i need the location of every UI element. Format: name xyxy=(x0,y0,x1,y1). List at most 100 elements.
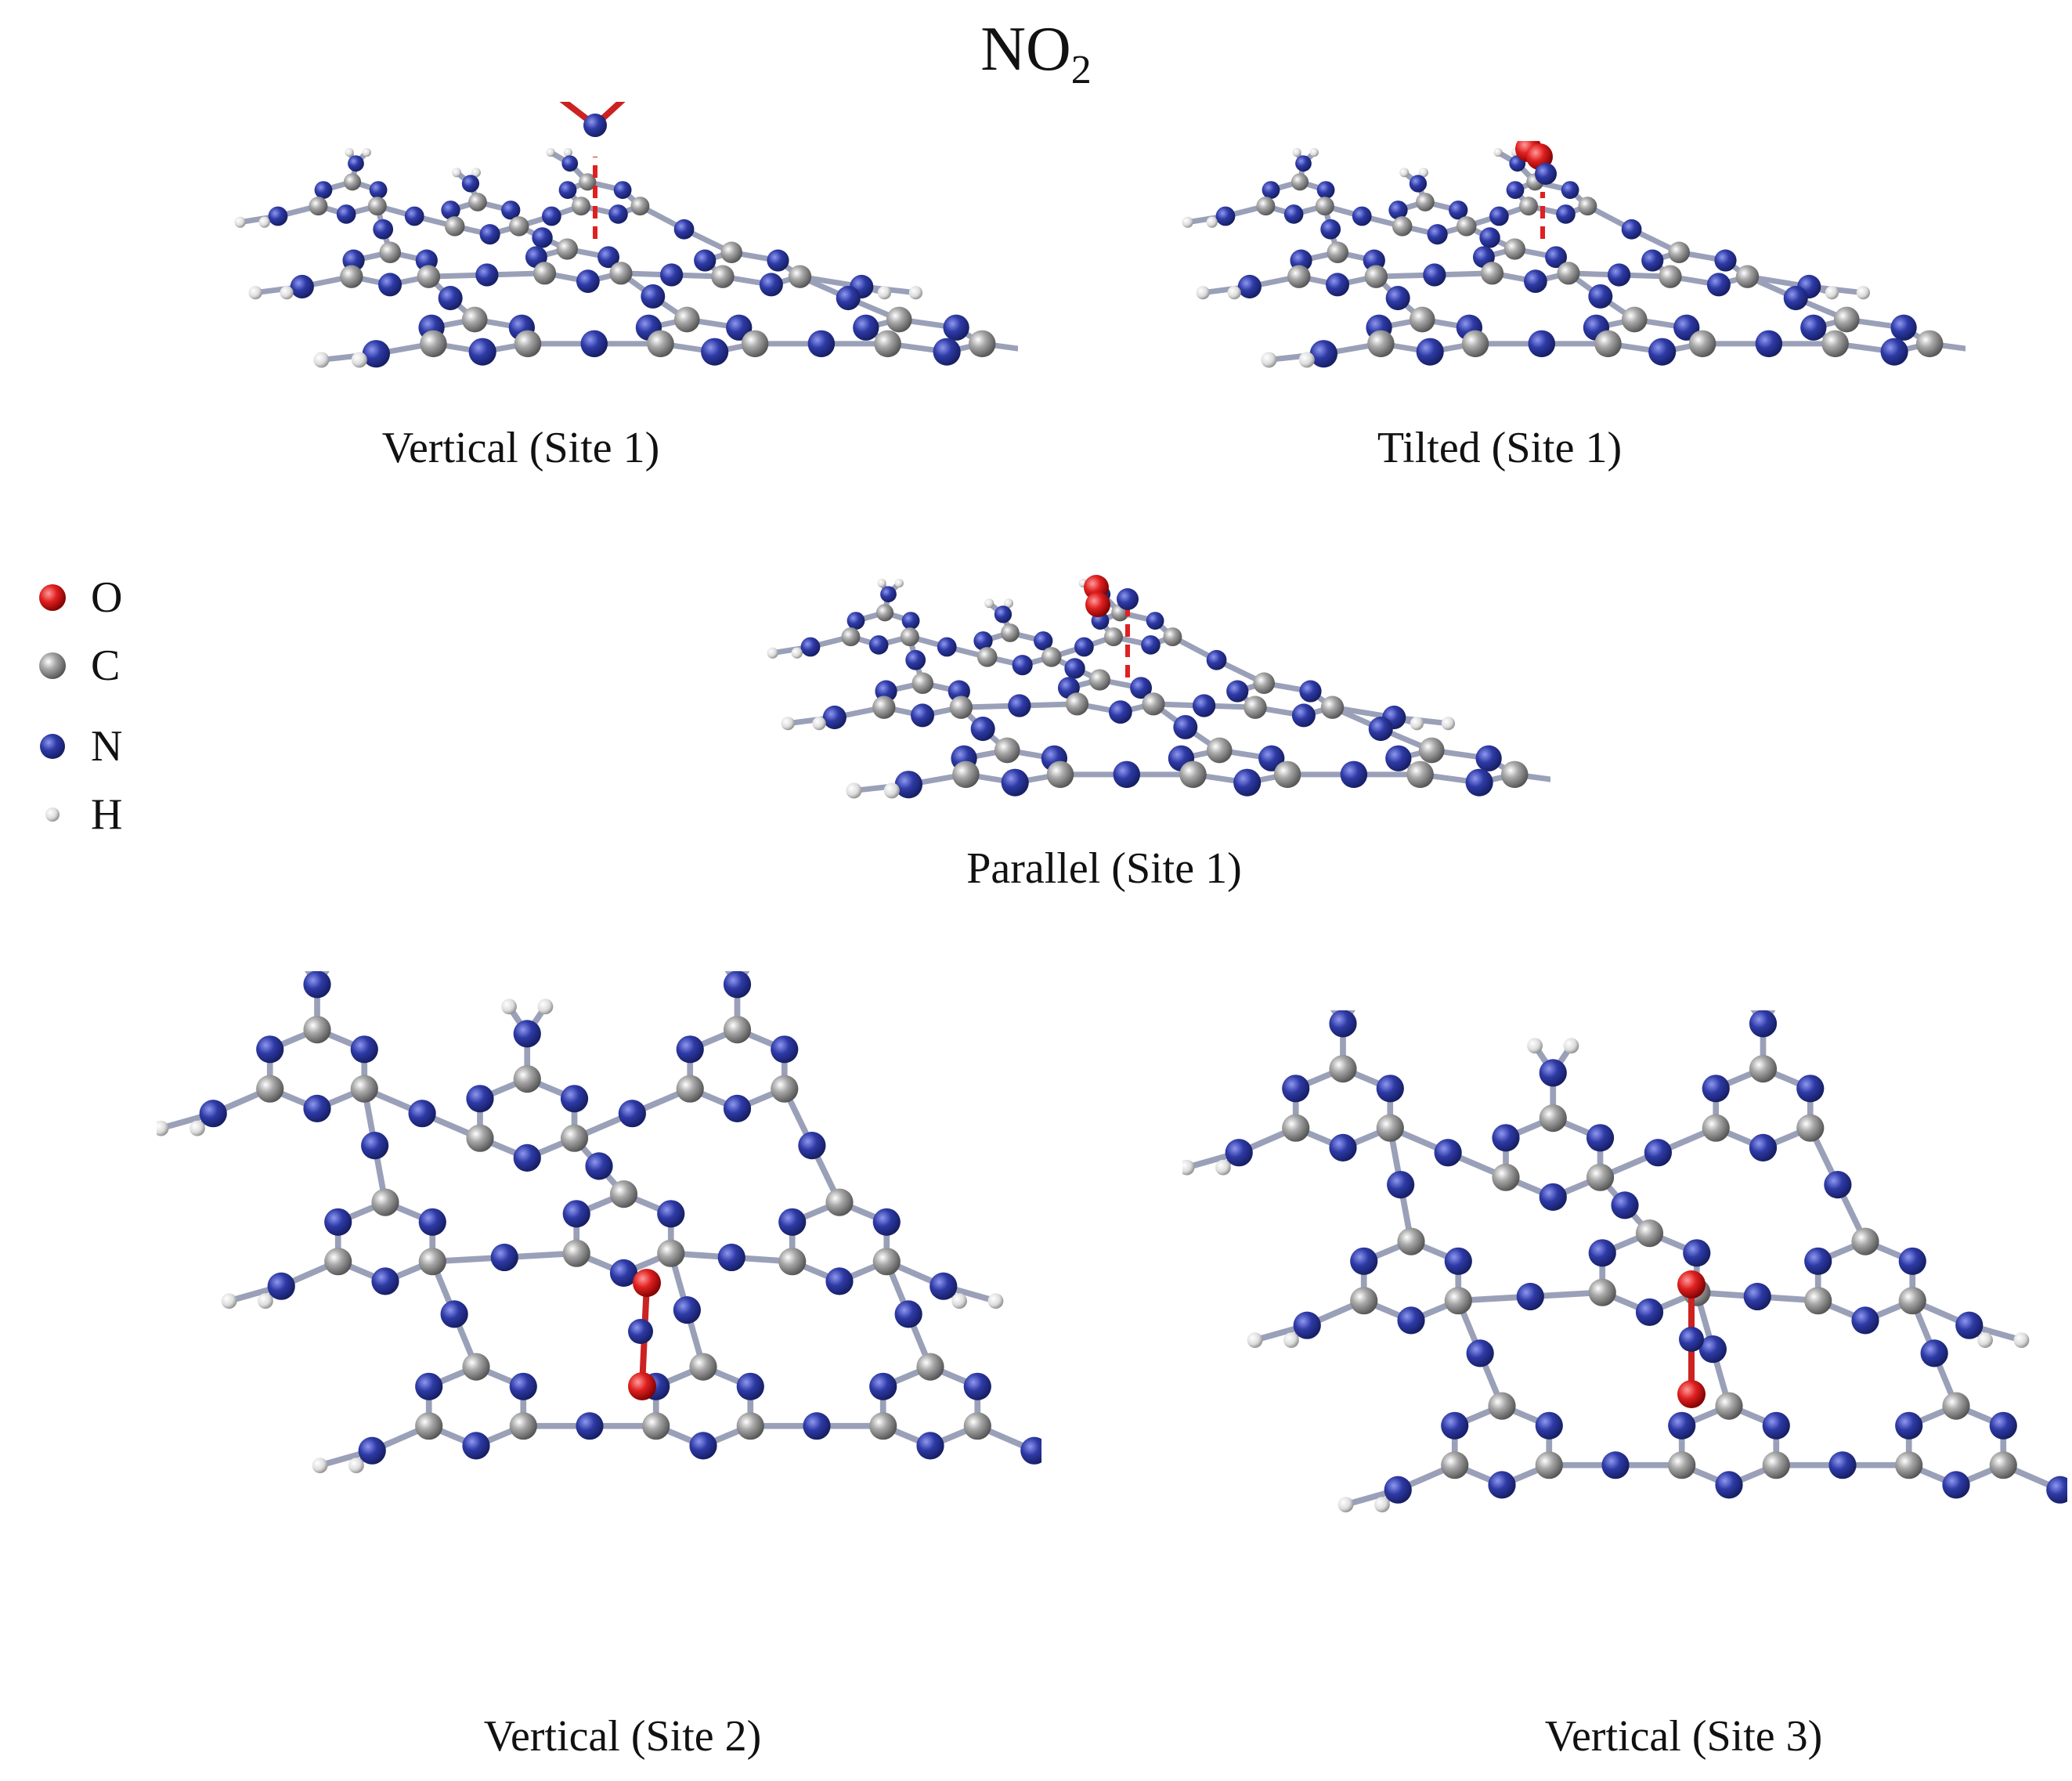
carbon-atom xyxy=(720,241,742,264)
nitrogen-atom xyxy=(358,1436,386,1465)
carbon-atom xyxy=(379,241,402,264)
hydrogen-atom xyxy=(877,286,892,300)
oxygen-atom xyxy=(628,1372,656,1400)
nitrogen-atom xyxy=(1920,1339,1948,1367)
carbon-atom xyxy=(609,262,633,285)
nitrogen-atom xyxy=(1535,163,1557,185)
hydrogen-atom xyxy=(1309,147,1319,157)
nitrogen-atom xyxy=(943,314,969,341)
nitrogen-atom xyxy=(1890,314,1917,341)
carbon-atom-icon xyxy=(39,652,66,679)
nitrogen-atom xyxy=(641,284,666,309)
carbon-atom xyxy=(1586,1163,1615,1191)
nitrogen-atom xyxy=(256,1035,284,1064)
nitrogen-atom xyxy=(1226,680,1249,703)
nitrogen-atom xyxy=(1880,338,1908,366)
carbon-atom xyxy=(1702,1114,1730,1142)
carbon-atom xyxy=(350,1075,378,1103)
nitrogen-atom xyxy=(1215,206,1236,226)
nitrogen-atom xyxy=(1475,745,1502,771)
nitrogen-atom xyxy=(418,1208,446,1236)
no2-molecule xyxy=(1084,575,1139,677)
hydrogen-atom xyxy=(348,1458,364,1473)
hydrogen-atom xyxy=(1856,286,1871,300)
carbon-atom xyxy=(1046,760,1074,789)
carbon-atom xyxy=(1621,306,1648,333)
legend-item-h: H xyxy=(33,787,122,842)
carbon-atom xyxy=(676,1075,704,1103)
molecule-structure xyxy=(234,147,1018,368)
hydrogen-atom xyxy=(452,168,462,178)
carbon-atom xyxy=(1898,1287,1926,1315)
oxygen-atom xyxy=(1677,1270,1706,1299)
nitrogen-atom xyxy=(807,330,836,358)
hydrogen-atom xyxy=(1247,1332,1263,1348)
nitrogen-atom xyxy=(1064,658,1085,679)
panel-tilted-site-1 xyxy=(1182,141,1966,368)
hydrogen-atom xyxy=(984,598,994,609)
nitrogen-atom xyxy=(1535,1411,1563,1440)
hydrogen-atom xyxy=(781,717,795,731)
nitrogen-atom xyxy=(1714,249,1737,272)
carbon-atom xyxy=(514,330,542,358)
nitrogen-atom xyxy=(1117,588,1139,610)
nitrogen-atom xyxy=(373,219,394,240)
nitrogen-atom xyxy=(1237,274,1262,299)
nitrogen-atom xyxy=(1299,680,1322,703)
carbon-atom xyxy=(1989,1451,2017,1479)
nitrogen-atom xyxy=(576,269,600,294)
nitrogen-atom xyxy=(1668,1411,1696,1440)
hydrogen-atom xyxy=(1527,1038,1543,1054)
nitrogen-atom xyxy=(880,586,897,603)
nitrogen-atom xyxy=(673,219,695,240)
nitrogen-atom xyxy=(479,224,500,245)
nitrogen-atom xyxy=(1648,338,1677,366)
nitrogen-atom-icon xyxy=(40,734,65,759)
hydrogen-atom xyxy=(1003,598,1013,609)
hydrogen-atom xyxy=(767,647,778,659)
no2-molecule xyxy=(1677,1270,1706,1408)
carbon-atom xyxy=(1480,262,1504,285)
nitrogen-atom xyxy=(901,612,920,630)
nitrogen-atom xyxy=(1206,649,1227,670)
nitrogen-atom xyxy=(1376,1075,1404,1103)
nitrogen-atom xyxy=(461,175,480,193)
nitrogen-atom xyxy=(894,1300,922,1328)
hydrogen-atom xyxy=(1182,1159,1195,1176)
nitrogen-atom xyxy=(1641,249,1664,272)
hydrogen-atom xyxy=(1825,286,1839,300)
nitrogen-atom xyxy=(1528,330,1556,358)
carbon-atom xyxy=(1256,197,1276,216)
nitrogen-atom xyxy=(1601,1451,1630,1479)
nitrogen-atom xyxy=(778,1208,807,1236)
hydrogen-atom xyxy=(471,168,481,178)
carbon-atom xyxy=(367,197,387,216)
nitrogen-atom xyxy=(585,1152,613,1180)
nitrogen-atom xyxy=(1385,286,1410,311)
nitrogen-atom xyxy=(872,1208,901,1236)
carbon-atom xyxy=(1539,1104,1567,1133)
nitrogen-atom xyxy=(362,340,391,368)
nitrogen-atom xyxy=(1743,1282,1771,1311)
no2-molecule xyxy=(628,1269,661,1400)
hydrogen-atom xyxy=(362,147,371,157)
nitrogen-atom xyxy=(1282,1075,1310,1103)
carbon-atom xyxy=(1327,241,1349,264)
nitrogen-atom xyxy=(930,1272,958,1300)
nitrogen-atom xyxy=(1828,1451,1857,1479)
nitrogen-atom xyxy=(1020,1436,1041,1465)
nitrogen-atom xyxy=(1524,269,1547,294)
title-main: NO xyxy=(980,15,1071,84)
nitrogen-atom xyxy=(1350,1247,1378,1275)
caption-vertical-site-1: Vertical (Site 1) xyxy=(381,424,660,472)
nitrogen-atom xyxy=(1516,1282,1544,1311)
panel-parallel-site-1 xyxy=(767,575,1550,799)
nitrogen-atom xyxy=(561,155,579,172)
nitrogen-atom xyxy=(1556,204,1576,224)
nitrogen-atom xyxy=(583,114,607,137)
carbon-atom xyxy=(872,1248,901,1276)
nitrogen-atom xyxy=(580,330,608,358)
caption-tilted-site-1: Tilted (Site 1) xyxy=(1377,424,1623,472)
carbon-atom xyxy=(1488,1392,1516,1420)
nitrogen-atom xyxy=(1955,1311,1984,1339)
